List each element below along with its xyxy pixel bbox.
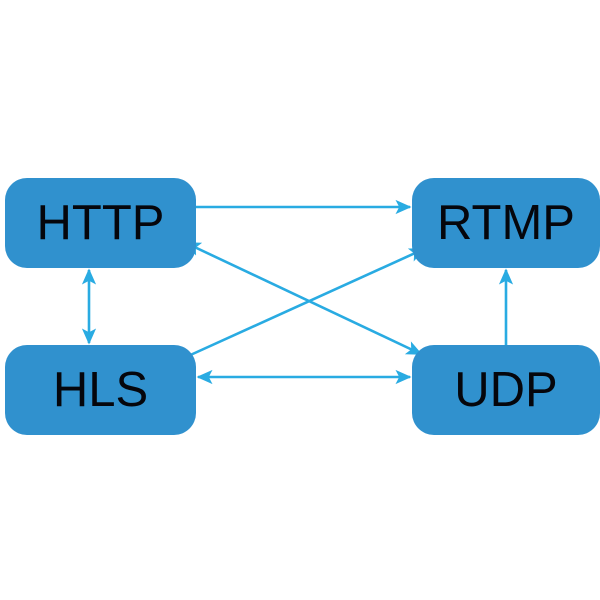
- node-rtmp-label: RTMP: [437, 195, 575, 250]
- node-hls[interactable]: HLS: [5, 345, 196, 435]
- edge-http-to-udp: [184, 241, 423, 356]
- node-http[interactable]: HTTP: [5, 178, 196, 268]
- node-hls-label: HLS: [52, 362, 149, 417]
- node-udp-label: UDP: [454, 362, 558, 417]
- node-rtmp[interactable]: RTMP: [412, 178, 600, 268]
- node-udp[interactable]: UDP: [412, 345, 600, 435]
- edge-hls-to-rtmp: [185, 247, 426, 359]
- node-http-label: HTTP: [36, 195, 165, 250]
